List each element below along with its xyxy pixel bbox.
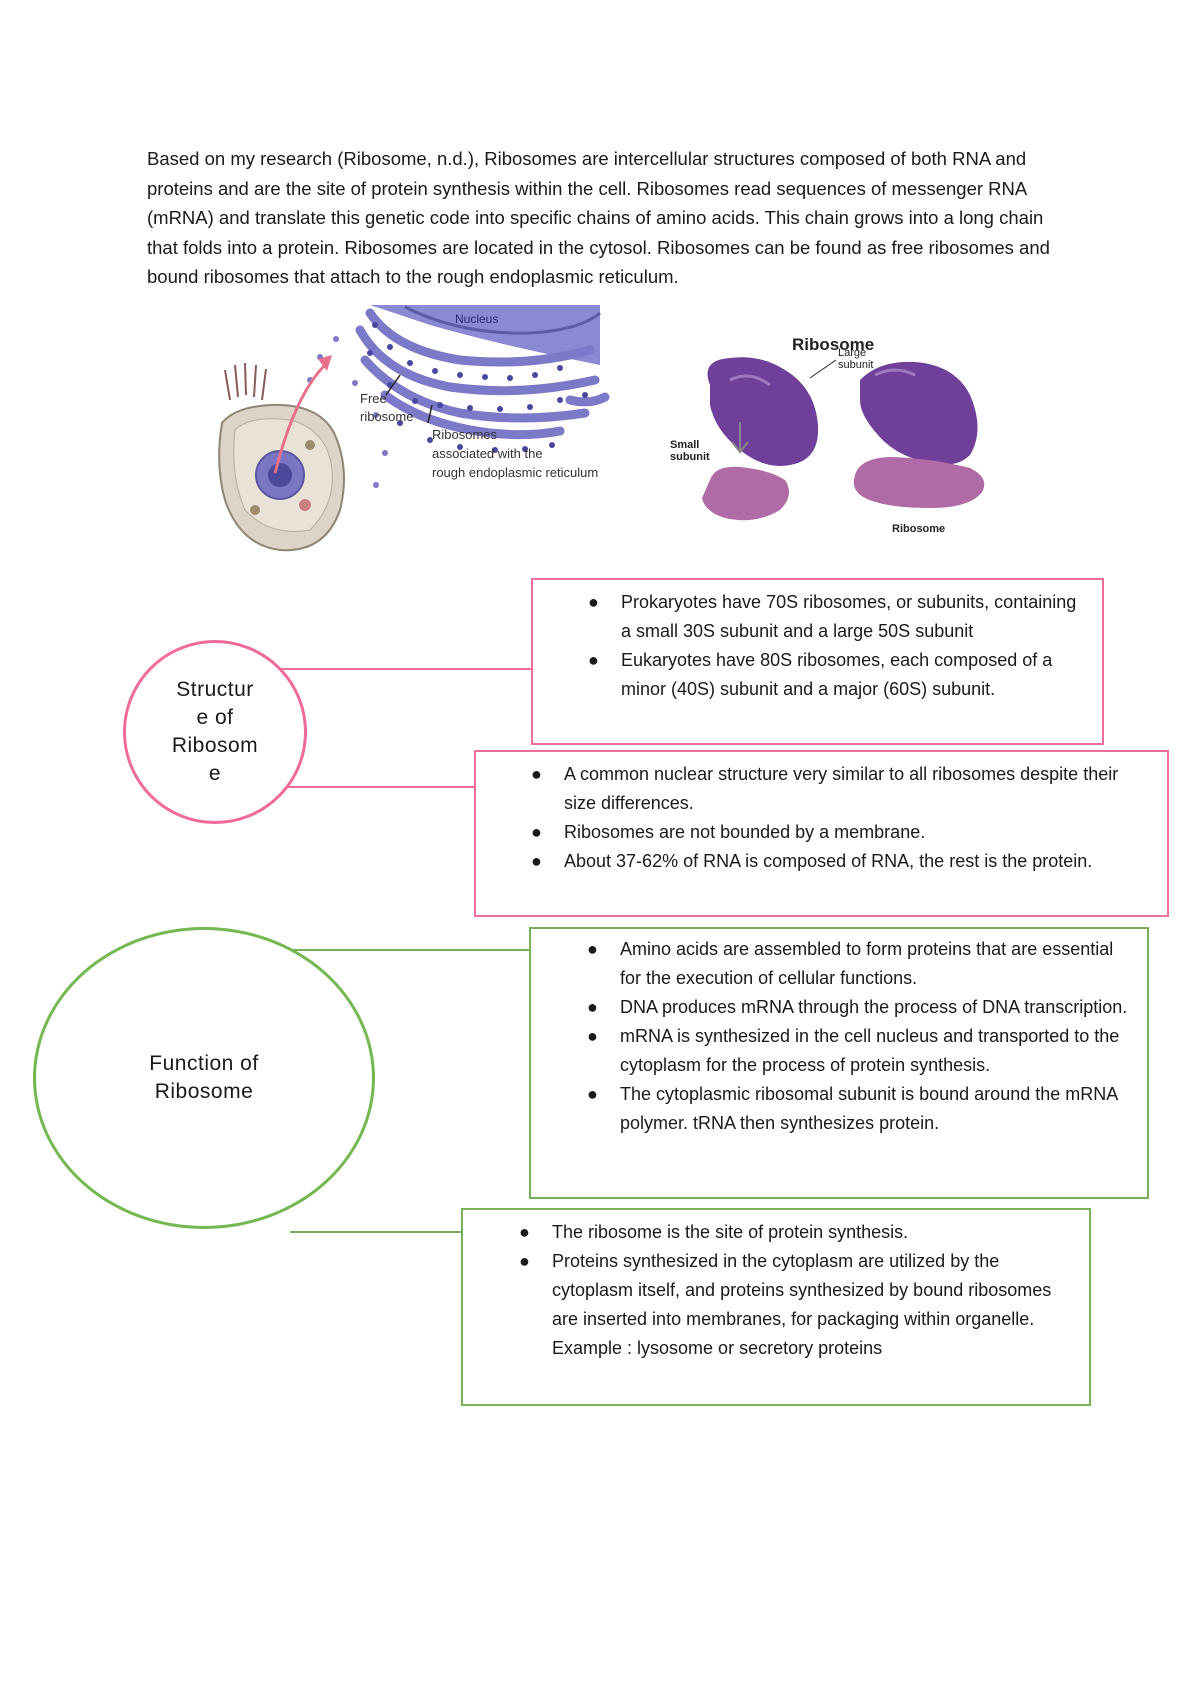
large-subunit-left — [707, 357, 819, 466]
large-subunit-label-2: subunit — [838, 359, 873, 371]
er-ribosomes-label-1: Ribosomes — [432, 427, 498, 442]
nucleus-region — [370, 305, 601, 365]
ribosome-title: Ribosome — [792, 335, 874, 354]
structure-title-line: e — [208, 762, 222, 785]
zoom-arrow — [273, 363, 327, 474]
function-title: Function of Ribosome — [149, 1050, 258, 1106]
list-item: ●About 37-62% of RNA is composed of RNA,… — [531, 851, 1093, 871]
function-box-2: ●The ribosome is the site of protein syn… — [461, 1208, 1091, 1406]
structure-title-line: e of — [196, 706, 234, 729]
small-subunit-right — [853, 457, 985, 508]
free-ribosome-label-2: ribosome — [360, 409, 413, 424]
bound-ribosomes — [367, 322, 588, 453]
zoom-arrow-head — [318, 355, 332, 371]
cell-er-illustration: Nucleus Free ribosome Ribosomes associat… — [218, 305, 610, 552]
list-item: ●Prokaryotes have 70S ribosomes, or subu… — [588, 592, 1077, 641]
function-circle: Function of Ribosome — [33, 927, 375, 1229]
small-subunit-label-1: Small — [670, 439, 699, 451]
structure-title-line: Structur — [176, 678, 254, 701]
structure-box-2: ●A common nuclear structure very similar… — [474, 750, 1169, 917]
list-item: ● Eukaryotes have 80S ribosomes, each co… — [588, 650, 1053, 699]
large-subunit-right — [860, 361, 978, 465]
list-item: ●Ribosomes are not bounded by a membrane… — [531, 822, 926, 842]
er-ribosome-pointer — [427, 404, 433, 424]
function-title-line: Ribosome — [154, 1080, 254, 1103]
intro-paragraph: Based on my research (Ribosome, n.d.), R… — [147, 148, 1050, 287]
free-ribosome-label-1: Free — [360, 391, 387, 406]
nucleus-label: Nucleus — [455, 312, 498, 326]
large-subunit-pointer — [809, 359, 837, 379]
er-ribosomes-label-3: rough endoplasmic reticulum — [432, 465, 598, 480]
cell-icon — [218, 362, 345, 552]
function-title-line: Function of — [149, 1052, 259, 1075]
small-subunit-left — [702, 466, 789, 521]
example-line: Example : lysosome or secretory proteins — [552, 1338, 883, 1358]
list-item: ●The ribosome is the site of protein syn… — [519, 1222, 909, 1242]
list-item: ●A common nuclear structure very similar… — [531, 764, 1119, 813]
list-item: ●mRNA is synthesized in the cell nucleus… — [587, 1026, 1120, 1075]
free-ribosome-pointer — [385, 374, 401, 396]
small-subunit-label-2: subunit — [670, 451, 710, 463]
list-item: ●Proteins synthesized in the cytoplasm a… — [519, 1247, 1067, 1363]
structure-circle: Structur e of Ribosom e — [123, 640, 307, 824]
list-item: ●Amino acids are assembled to form prote… — [587, 939, 1114, 988]
list-item: ●DNA produces mRNA through the process o… — [587, 997, 1128, 1017]
list-item: ●The cytoplasmic ribosomal subunit is bo… — [587, 1084, 1118, 1133]
structure-box-1: ●Prokaryotes have 70S ribosomes, or subu… — [531, 578, 1104, 745]
ribosome-illustration: Ribosome Large subunit Small subunit Rib… — [670, 335, 985, 535]
ribosome-bottom-label: Ribosome — [892, 523, 945, 535]
function-box-1: ●Amino acids are assembled to form prote… — [529, 927, 1149, 1199]
large-subunit-label-1: Large — [838, 347, 866, 359]
structure-title-line: Ribosom — [171, 734, 259, 757]
er-ribosomes-label-2: associated with the — [432, 446, 543, 461]
assembly-arrow — [731, 422, 749, 454]
structure-title: Structur e of Ribosom e — [172, 676, 258, 788]
